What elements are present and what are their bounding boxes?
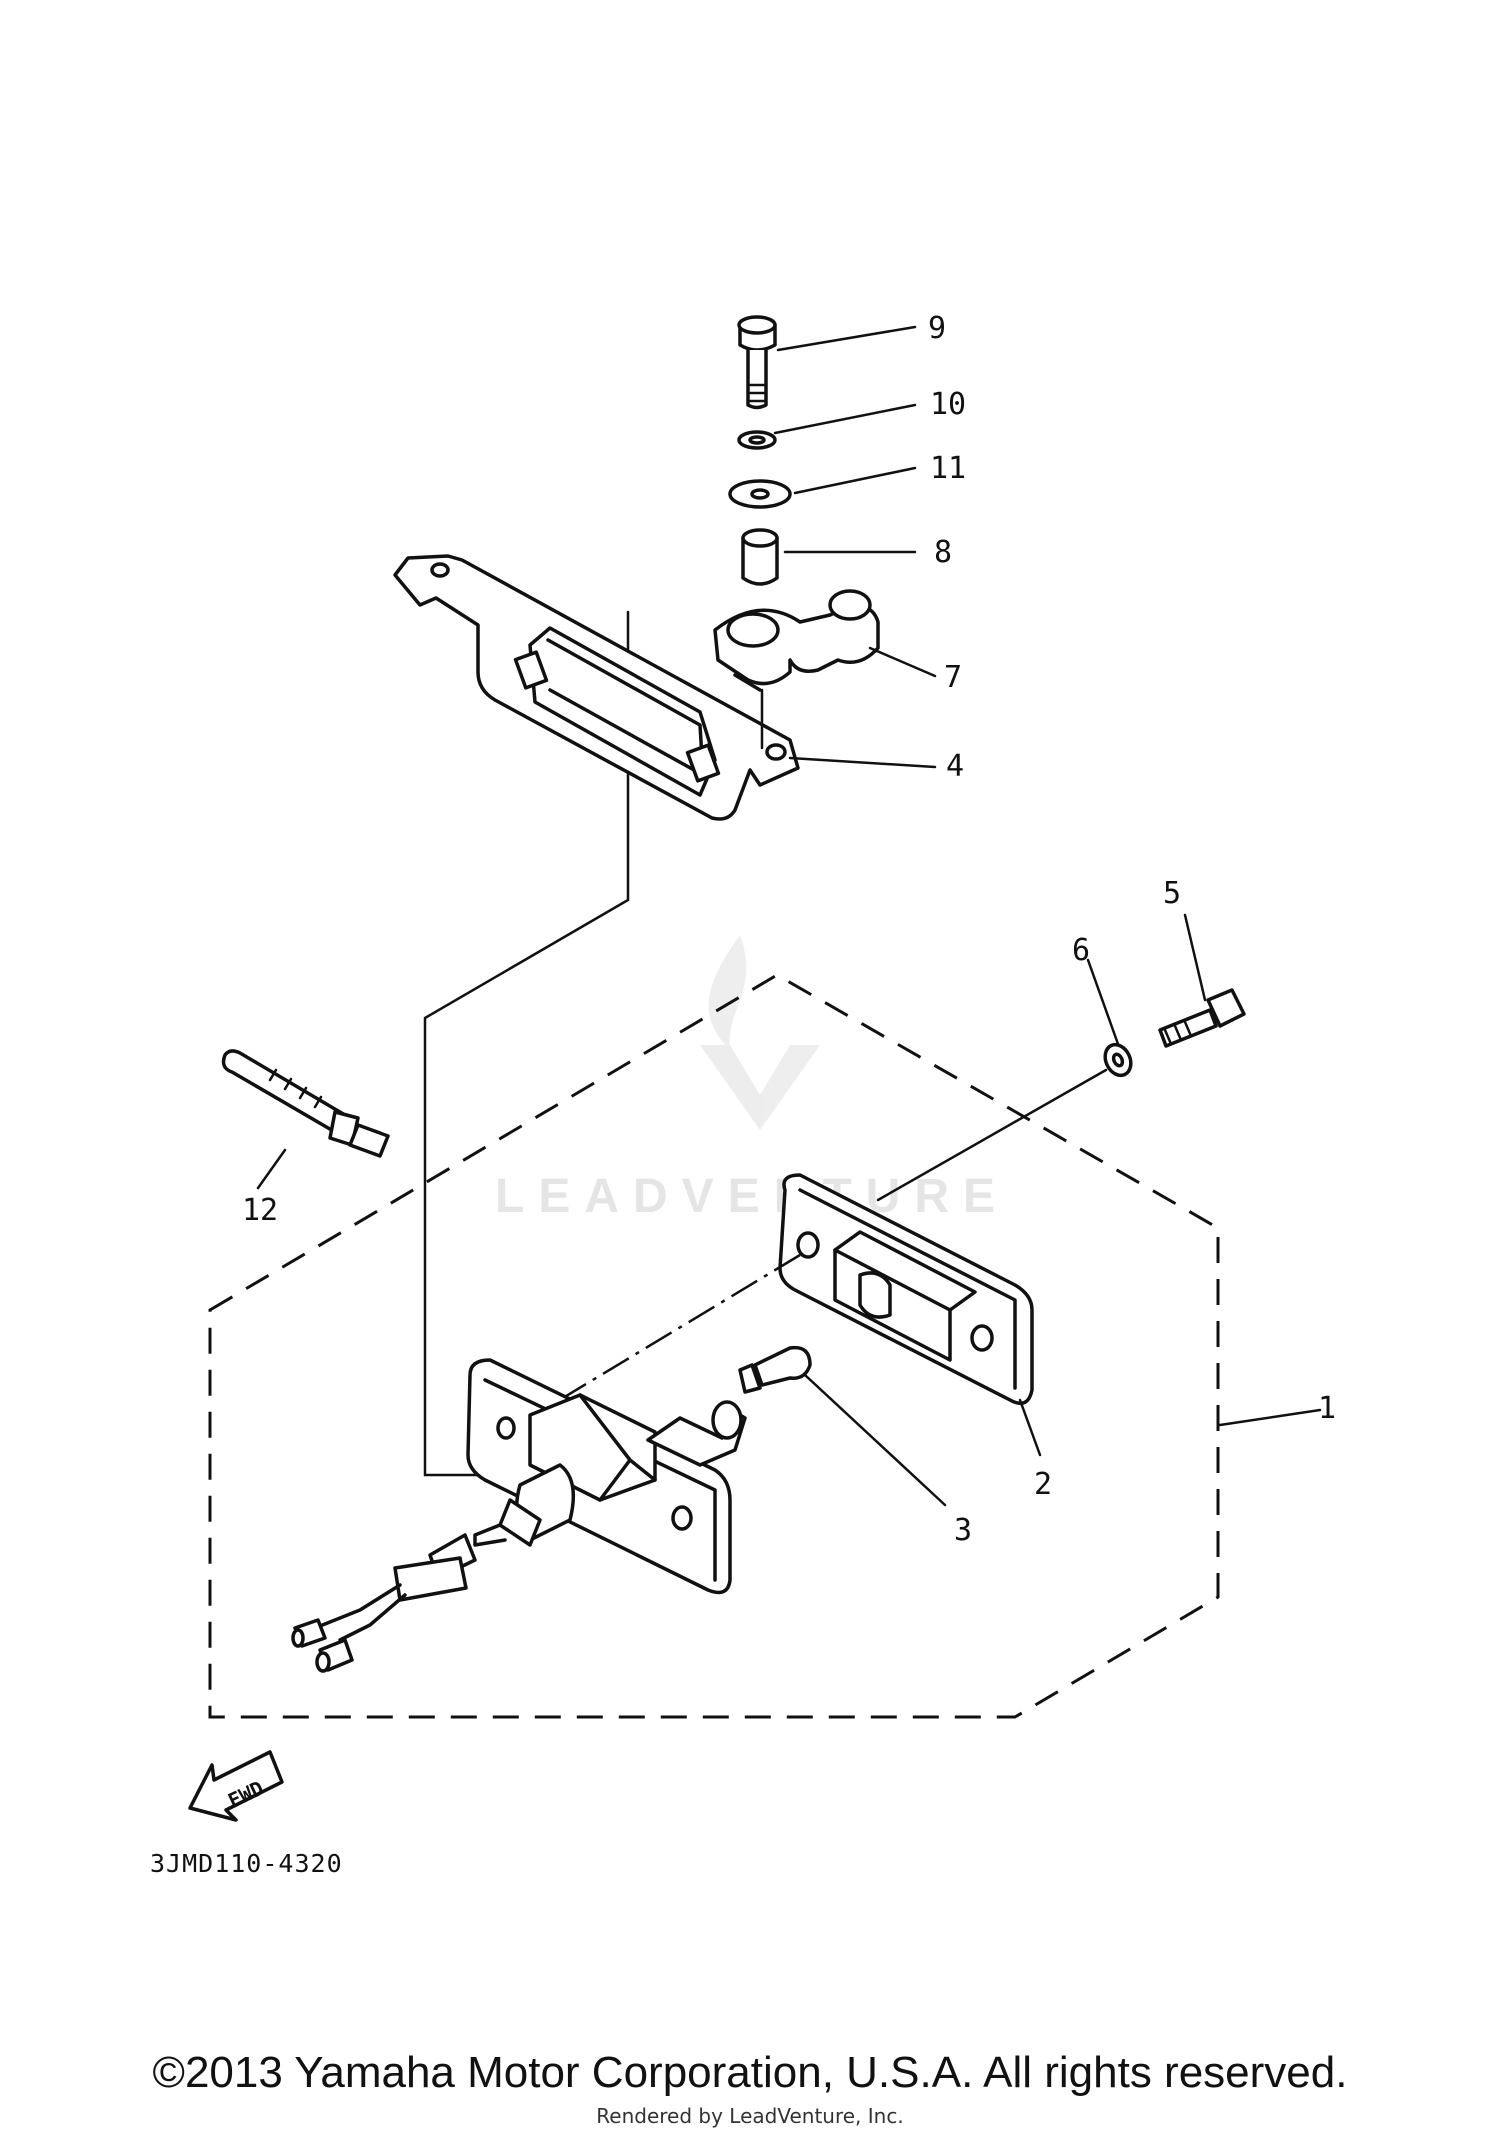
part-12-cable-tie bbox=[221, 1049, 390, 1158]
callout-12: 12 bbox=[242, 1193, 278, 1228]
copyright-text: ©2013 Yamaha Motor Corporation, U.S.A. A… bbox=[152, 2048, 1348, 2097]
drawing-code: 3JMD110-4320 bbox=[150, 1849, 343, 1878]
callout-10: 10 bbox=[930, 387, 966, 422]
part-10-lock-washer bbox=[737, 430, 777, 450]
callout-2: 2 bbox=[1034, 1467, 1052, 1502]
part-11-washer bbox=[728, 479, 792, 509]
fwd-arrow-icon: FWD bbox=[188, 1750, 284, 1822]
callout-1: 1 bbox=[1318, 1391, 1336, 1426]
part-5-bolt bbox=[1158, 988, 1246, 1048]
part-9-bolt bbox=[737, 315, 777, 410]
part-8-collar bbox=[741, 528, 779, 586]
callout-3: 3 bbox=[954, 1513, 972, 1548]
part-3-bulb bbox=[738, 1345, 812, 1394]
callout-11: 11 bbox=[930, 451, 966, 486]
part-7-arm bbox=[713, 589, 880, 692]
leadventure-watermark: LEADVENTURE bbox=[495, 935, 1009, 1223]
part-1-housing bbox=[291, 1358, 747, 1673]
watermark-text: LEADVENTURE bbox=[495, 1170, 1009, 1223]
part-4-bracket bbox=[393, 554, 800, 821]
callout-labels: 1 2 3 4 5 6 7 8 9 10 11 12 bbox=[242, 311, 1336, 1548]
leader-lines bbox=[256, 325, 1322, 1507]
callout-7: 7 bbox=[944, 660, 962, 695]
callout-4: 4 bbox=[946, 749, 964, 784]
part-6-washer bbox=[1103, 1042, 1133, 1078]
callout-5: 5 bbox=[1163, 876, 1181, 911]
part-2-lens bbox=[778, 1173, 1034, 1406]
rendered-by-text: Rendered by LeadVenture, Inc. bbox=[596, 2104, 904, 2128]
callout-9: 9 bbox=[928, 311, 946, 346]
assembly-outline bbox=[208, 973, 1220, 1719]
callout-6: 6 bbox=[1072, 933, 1090, 968]
lens-screw-axis bbox=[876, 1068, 1108, 1202]
callout-8: 8 bbox=[934, 535, 952, 570]
bracket-leader-line bbox=[423, 610, 630, 1477]
